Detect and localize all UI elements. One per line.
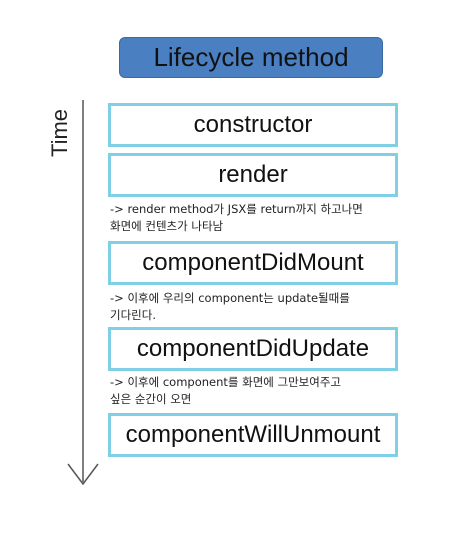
note-line: 화면에 컨텐츠가 나타남 (110, 219, 224, 233)
time-arrow-head (67, 463, 99, 486)
step-render: render (108, 153, 398, 197)
time-axis-label: Time (47, 108, 72, 158)
step-label: componentWillUnmount (125, 421, 381, 448)
step-label: constructor (193, 111, 313, 138)
step-label: render (218, 161, 288, 188)
step-label: componentDidUpdate (136, 335, 370, 362)
note-line: -> render method가 JSX를 return까지 하고나면 (110, 202, 363, 216)
diagram-title-text: Lifecycle method (153, 42, 349, 72)
step-label: componentDidMount (142, 249, 364, 276)
note-after-mount: -> 이후에 우리의 component는 update될때를 기다린다. (110, 290, 350, 324)
step-constructor: constructor (108, 103, 398, 147)
note-after-update: -> 이후에 component를 화면에 그만보여주고 싶은 순간이 오면 (110, 374, 341, 408)
diagram-title: Lifecycle method (119, 37, 383, 78)
step-componentdidupdate: componentDidUpdate (108, 327, 398, 371)
note-after-render: -> render method가 JSX를 return까지 하고나면 화면에… (110, 201, 363, 235)
note-line: -> 이후에 우리의 component는 update될때를 (110, 291, 350, 305)
note-line: 기다린다. (110, 308, 156, 322)
step-componentwillunmount: componentWillUnmount (108, 413, 398, 457)
note-line: -> 이후에 component를 화면에 그만보여주고 (110, 375, 342, 389)
note-line: 싶은 순간이 오면 (110, 392, 192, 406)
step-componentdidmount: componentDidMount (108, 241, 398, 285)
